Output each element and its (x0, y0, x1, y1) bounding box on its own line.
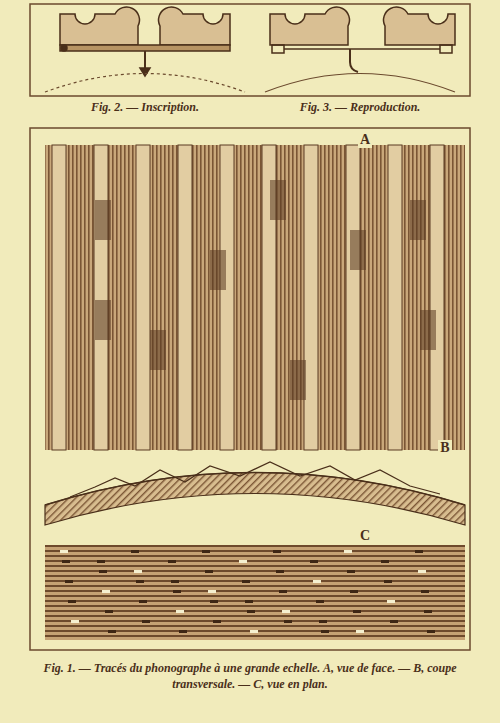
figure-caption: Fig. 1. — Tracés du phonographe à une gr… (35, 660, 465, 692)
groove-mark (353, 610, 361, 613)
groove-mark (168, 560, 176, 563)
groove-mark (276, 570, 284, 573)
plan-view (45, 545, 465, 640)
groove-mark (173, 590, 181, 593)
groove-ridge (178, 145, 192, 450)
figure-caption: Fig. 2. — Inscription. (91, 100, 199, 115)
view-letter: B (438, 440, 451, 456)
groove-ridge (52, 145, 66, 450)
groove-ridge (304, 145, 318, 450)
indentation (95, 200, 111, 240)
groove-mark (134, 570, 142, 573)
groove-mark (102, 590, 110, 593)
groove-mark (282, 610, 290, 613)
groove-mark (418, 570, 426, 573)
fig1-frame (30, 128, 470, 650)
groove-mark (131, 550, 139, 553)
groove-mark (202, 550, 210, 553)
groove-mark (427, 630, 435, 633)
groove-mark (68, 600, 76, 603)
groove-ridge (136, 145, 150, 450)
reproduction-apparatus (270, 7, 455, 72)
groove-mark (313, 580, 321, 583)
groove-mark (415, 550, 423, 553)
groove-mark (239, 560, 247, 563)
groove-mark (205, 570, 213, 573)
groove-mark (71, 620, 79, 623)
groove-ridge (220, 145, 234, 450)
groove-mark (284, 620, 292, 623)
inscription-apparatus (60, 7, 230, 76)
groove-mark (171, 580, 179, 583)
indentation (290, 360, 306, 400)
figure-caption: Fig. 3. — Reproduction. (300, 100, 421, 115)
groove-mark (213, 620, 221, 623)
cross-section (45, 462, 465, 525)
groove-mark (247, 610, 255, 613)
groove-mark (273, 550, 281, 553)
groove-mark (384, 580, 392, 583)
groove-mark (350, 590, 358, 593)
view-letter: C (358, 528, 372, 544)
groove-mark (99, 570, 107, 573)
indentation (210, 250, 226, 290)
groove-mark (108, 630, 116, 633)
groove-mark (62, 560, 70, 563)
indentation (350, 230, 366, 270)
groove-mark (421, 590, 429, 593)
groove-mark (310, 560, 318, 563)
groove-mark (387, 600, 395, 603)
groove-mark (321, 630, 329, 633)
groove-mark (319, 620, 327, 623)
cylinder-arc (265, 74, 455, 93)
groove-mark (279, 590, 287, 593)
groove-ridge (94, 145, 108, 450)
groove-marks (60, 550, 435, 633)
groove-mark (356, 630, 364, 633)
indentation (420, 310, 436, 350)
groove-mark (210, 600, 218, 603)
groove-mark (65, 580, 73, 583)
groove-mark (250, 630, 258, 633)
groove-mark (344, 550, 352, 553)
view-letter: A (358, 132, 372, 148)
groove-mark (136, 580, 144, 583)
groove-mark (347, 570, 355, 573)
groove-mark (142, 620, 150, 623)
indentation (95, 300, 111, 340)
groove-mark (60, 550, 68, 553)
cylinder-arc (45, 74, 245, 93)
groove-mark (105, 610, 113, 613)
groove-mark (208, 590, 216, 593)
indentation (270, 180, 286, 220)
groove-ridges (52, 145, 444, 450)
groove-mark (424, 610, 432, 613)
groove-mark (390, 620, 398, 623)
groove-ridge (346, 145, 360, 450)
groove-mark (245, 600, 253, 603)
indentation (410, 200, 426, 240)
groove-ridge (430, 145, 444, 450)
front-view (45, 145, 465, 450)
indentation (150, 330, 166, 370)
groove-ridge (388, 145, 402, 450)
groove-mark (381, 560, 389, 563)
groove-mark (316, 600, 324, 603)
groove-mark (242, 580, 250, 583)
groove-mark (139, 600, 147, 603)
groove-mark (179, 630, 187, 633)
groove-mark (97, 560, 105, 563)
groove-mark (176, 610, 184, 613)
top-frame (30, 4, 470, 96)
